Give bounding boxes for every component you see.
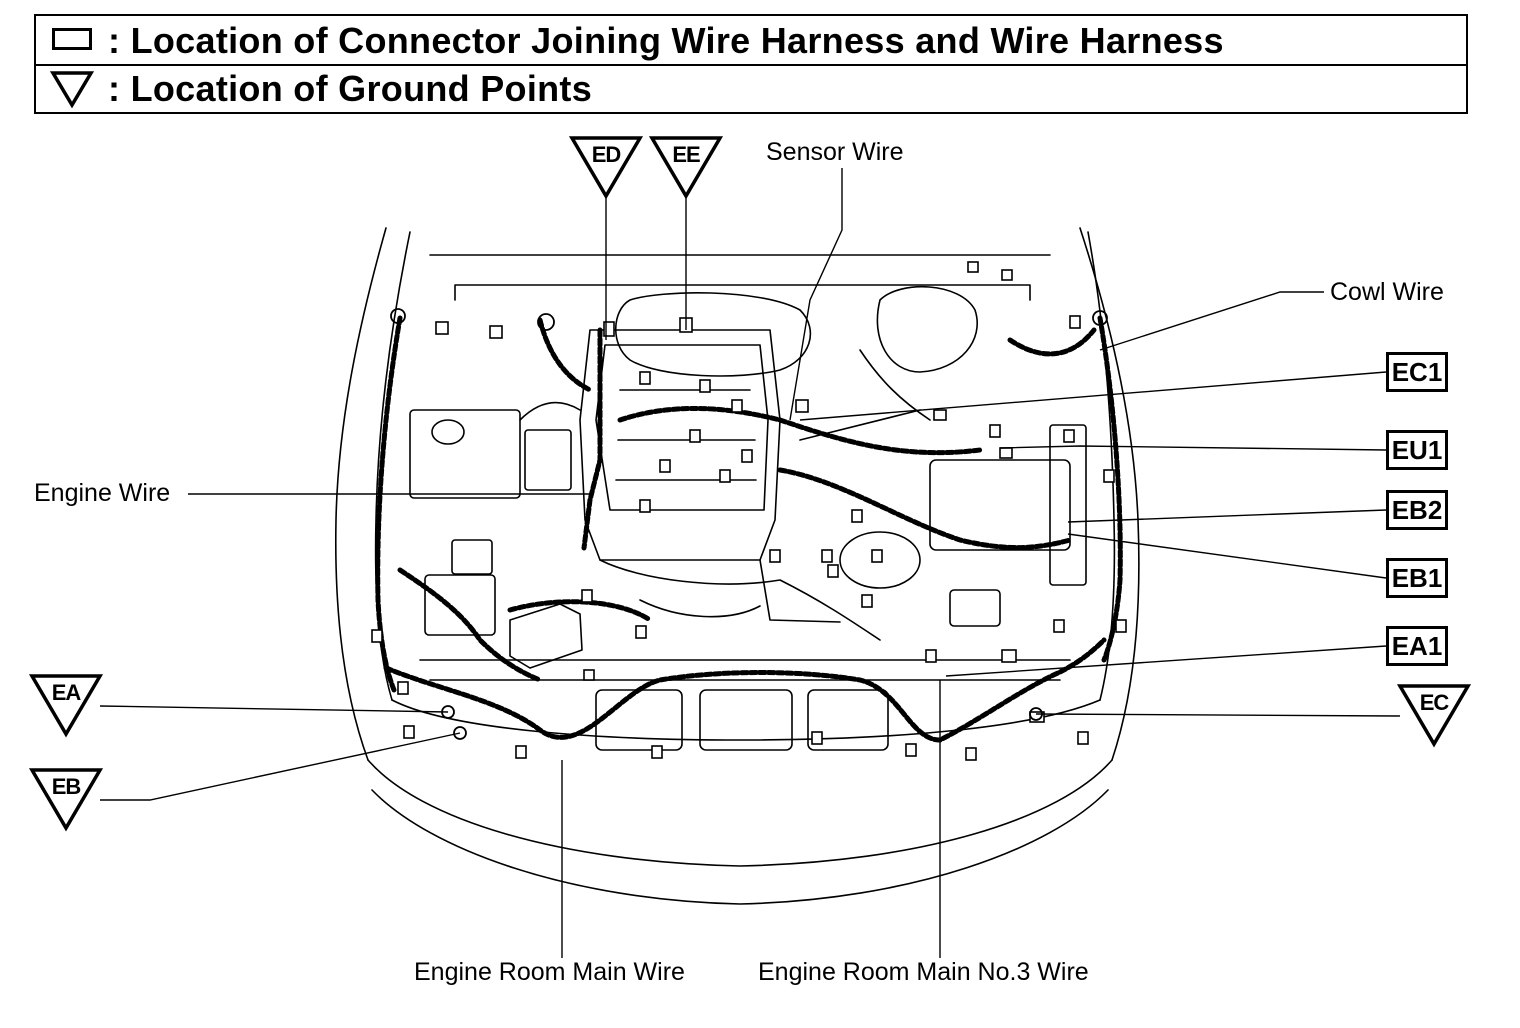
harness-engine-2 [617,406,983,456]
radiator-support [391,699,1101,741]
harness-left-fender [375,315,403,693]
legend-connector-text: : Location of Connector Joining Wire Har… [108,20,1224,61]
connector-code-eu1: EU1 [1386,430,1448,470]
harness-cross [777,467,1073,551]
harness-cowl [1007,327,1097,357]
leader-eb1 [1067,533,1387,579]
harness-engine-left [537,317,593,393]
label-engine-room-main-no3-wire: Engine Room Main No.3 Wire [758,958,1089,986]
legend-row-ground: : Location of Ground Points [36,64,1466,112]
intake-plenum [615,292,812,377]
ground-code-ee: EE [672,142,700,167]
leader-ea1 [945,645,1387,677]
harness-right-fender [1097,315,1123,663]
leader-eb2 [1067,509,1387,523]
ground-triangle-ee [648,136,724,200]
harness-front [383,637,1107,743]
connector-code-eb1: EB1 [1386,558,1448,598]
label-cowl-wire: Cowl Wire [1330,278,1444,306]
label-engine-wire: Engine Wire [34,479,171,507]
connector-code-ea1: EA1 [1386,626,1448,666]
air-cleaner [876,285,978,373]
ground-symbol-icon [50,71,94,108]
ecu-box [1049,424,1087,586]
leader-sensor [789,168,843,421]
connector-code-eb2: EB2 [1386,490,1448,530]
leader-cowl [1099,291,1324,351]
leader-eb [100,732,461,801]
label-sensor-wire: Sensor Wire [766,138,904,166]
firewall [454,284,1031,301]
body-outline-right [1079,227,1140,761]
bumper-lower [371,789,1109,905]
fuse-box-left [509,603,583,669]
ground-triangle-eb [28,768,104,832]
leader-eu1 [999,445,1387,451]
bumper-upper [367,759,1113,867]
relay-box-right [949,589,1001,627]
ground-code-ed: ED [591,142,622,167]
leader-ec [1035,713,1401,717]
legend-ground-text: : Location of Ground Points [108,68,593,109]
connector-symbol-icon [52,28,92,50]
legend-row-connector: : Location of Connector Joining Wire Har… [36,16,1466,66]
ground-triangle-ec [1396,684,1472,748]
ground-triangle-ea [28,674,104,738]
inner-fender-right [1087,231,1116,701]
ground-code-ea: EA [51,680,82,705]
leader-ea [99,705,449,713]
ground-code-eb: EB [51,774,82,799]
engine-block [579,329,781,561]
leader-ec1 [799,371,1387,421]
battery [409,409,521,499]
harness-left-front [397,567,543,683]
label-engine-room-main-wire: Engine Room Main Wire [414,958,685,986]
ground-triangle-ed [568,136,644,200]
legend-panel: : Location of Connector Joining Wire Har… [34,14,1468,114]
connector-code-ec1: EC1 [1386,352,1448,392]
harness-engine [581,327,603,551]
body-outline-left [334,227,387,761]
ground-code-ec: EC [1419,690,1450,715]
